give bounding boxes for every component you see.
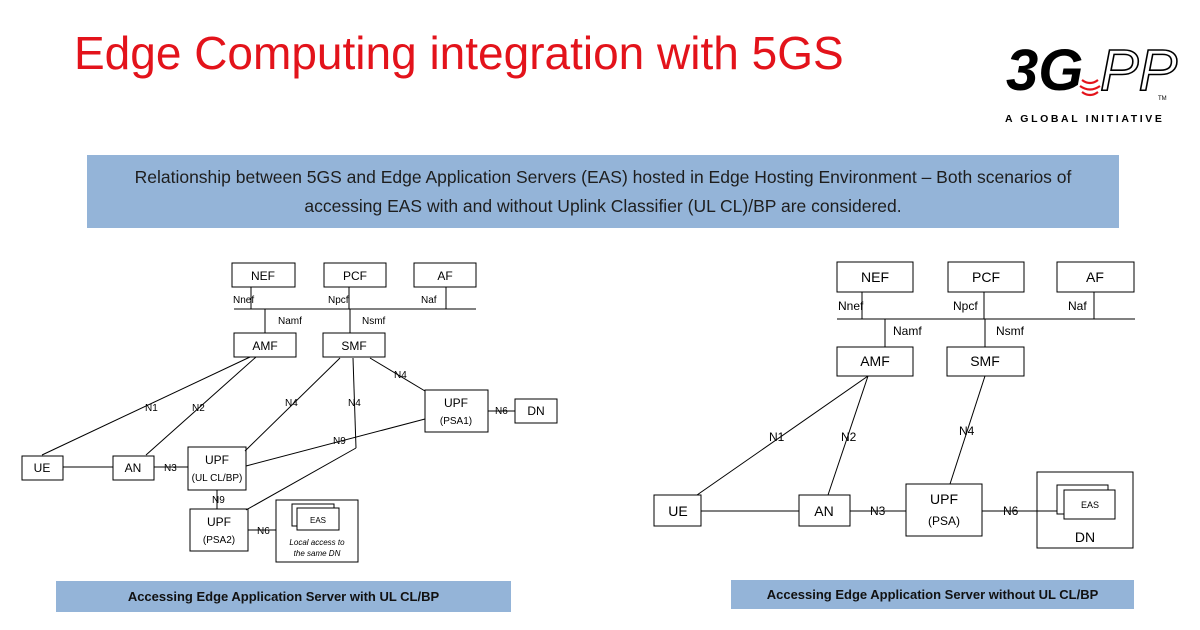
- left-diagram-label: Accessing Edge Application Server with U…: [56, 581, 511, 612]
- left-n1-label: N1: [145, 403, 158, 414]
- svg-text:TM: TM: [1158, 96, 1167, 102]
- right-npcf-label: Npcf: [953, 299, 978, 313]
- right-an-box: [798, 494, 851, 527]
- right-an-label: AN: [814, 503, 833, 519]
- left-n4-label-c: N4: [394, 370, 407, 381]
- right-n4-label: N4: [959, 424, 975, 438]
- right-namf-label: Namf: [893, 324, 922, 338]
- left-dn-box: [514, 398, 558, 424]
- left-n4-label-a: N4: [285, 398, 298, 409]
- left-upf-psa1-sub: (PSA1): [440, 416, 472, 427]
- left-smf-box: [322, 332, 386, 358]
- left-n4-label-b: N4: [348, 398, 361, 409]
- left-naf-label: Naf: [421, 295, 437, 306]
- right-naf-label: Naf: [1068, 299, 1087, 313]
- left-pcf-box: [323, 262, 387, 288]
- left-local-note-1: Local access to: [289, 538, 345, 547]
- right-n2-line: [827, 375, 869, 496]
- left-upf-ulcl-box: [187, 446, 247, 491]
- left-n2-line: [145, 356, 257, 456]
- left-smf-label: SMF: [341, 339, 366, 353]
- right-upf-sub: (PSA): [928, 514, 960, 528]
- left-eas-label: EAS: [310, 516, 326, 525]
- right-dn-box: [1036, 471, 1134, 549]
- right-smf-box: [946, 346, 1025, 377]
- right-n1-line: [696, 375, 869, 496]
- left-n3-label: N3: [164, 463, 177, 474]
- right-af-label: AF: [1086, 269, 1104, 285]
- left-upf-psa1-label: UPF: [444, 396, 468, 410]
- right-n1-label: N1: [769, 430, 785, 444]
- left-ue-label: UE: [34, 461, 51, 475]
- left-n6-label-a: N6: [495, 406, 508, 417]
- diagram-caption: Relationship between 5GS and Edge Applic…: [87, 155, 1119, 228]
- left-npcf-label: Npcf: [328, 295, 349, 306]
- left-n6-label-b: N6: [257, 526, 270, 537]
- left-amf-label: AMF: [252, 339, 277, 353]
- left-nef-box: [231, 262, 296, 288]
- left-n9-line-a: [245, 418, 426, 467]
- left-upf-psa2-label: UPF: [207, 515, 231, 529]
- left-af-label: AF: [437, 269, 452, 283]
- left-upf-psa1-box: [424, 389, 489, 433]
- page-title: Edge Computing integration with 5GS: [74, 27, 844, 79]
- left-upf-psa2-sub: (PSA2): [203, 535, 235, 546]
- right-eas-box: [1063, 489, 1116, 520]
- left-n4-line-a: [244, 357, 341, 452]
- right-smf-label: SMF: [970, 353, 1000, 369]
- left-an-box: [112, 455, 155, 481]
- left-eas-box: [296, 507, 340, 531]
- left-pcf-label: PCF: [343, 269, 367, 283]
- left-upf-ulcl-label: UPF: [205, 453, 229, 467]
- left-af-box: [413, 262, 477, 288]
- left-n4-psa2-line: [245, 447, 357, 511]
- left-upf-psa2-box: [189, 508, 249, 552]
- left-n1-line: [41, 356, 251, 456]
- right-diagram-label: Accessing Edge Application Server withou…: [731, 580, 1134, 609]
- left-an-label: AN: [125, 461, 142, 475]
- svg-text:3G: 3G: [1006, 38, 1083, 103]
- right-n3-label: N3: [870, 504, 886, 518]
- left-n2-label: N2: [192, 403, 205, 414]
- right-pcf-box: [947, 261, 1025, 293]
- left-n4-line-b: [352, 357, 357, 449]
- left-dn-label: DN: [527, 404, 544, 418]
- left-n9-label-a: N9: [333, 436, 346, 447]
- right-dn-label: DN: [1075, 529, 1095, 545]
- right-ue-box: [653, 494, 702, 527]
- right-pcf-label: PCF: [972, 269, 1000, 285]
- left-nsmf-label: Nsmf: [362, 316, 386, 327]
- right-ue-label: UE: [668, 503, 687, 519]
- right-amf-box: [836, 346, 914, 377]
- right-nef-box: [836, 261, 914, 293]
- svg-text:PP: PP: [1100, 38, 1178, 103]
- left-ue-box: [21, 455, 64, 481]
- left-upf-ulcl-sub: (UL CL/BP): [192, 473, 243, 484]
- logo-tagline: A GLOBAL INITIATIVE: [1005, 113, 1165, 125]
- left-nef-label: NEF: [251, 269, 275, 283]
- right-nef-label: NEF: [861, 269, 889, 285]
- right-eas-label: EAS: [1081, 500, 1099, 510]
- 3gpp-logo: 3G PP TM: [1006, 37, 1178, 104]
- right-amf-label: AMF: [860, 353, 890, 369]
- right-upf-box: [905, 483, 983, 537]
- left-local-note-2: the same DN: [294, 549, 341, 558]
- left-n9-label-b: N9: [212, 495, 225, 506]
- left-namf-label: Namf: [278, 316, 302, 327]
- right-nsmf-label: Nsmf: [996, 324, 1025, 338]
- left-n4-line-c: [369, 357, 426, 392]
- right-af-box: [1056, 261, 1135, 293]
- left-nnef-label: Nnef: [233, 295, 254, 306]
- right-n6-label: N6: [1003, 504, 1019, 518]
- left-amf-box: [233, 332, 297, 358]
- right-n2-label: N2: [841, 430, 857, 444]
- right-upf-label: UPF: [930, 491, 958, 507]
- right-n4-line: [949, 375, 986, 485]
- left-local-dn-box: [275, 499, 359, 563]
- right-nnef-label: Nnef: [838, 299, 864, 313]
